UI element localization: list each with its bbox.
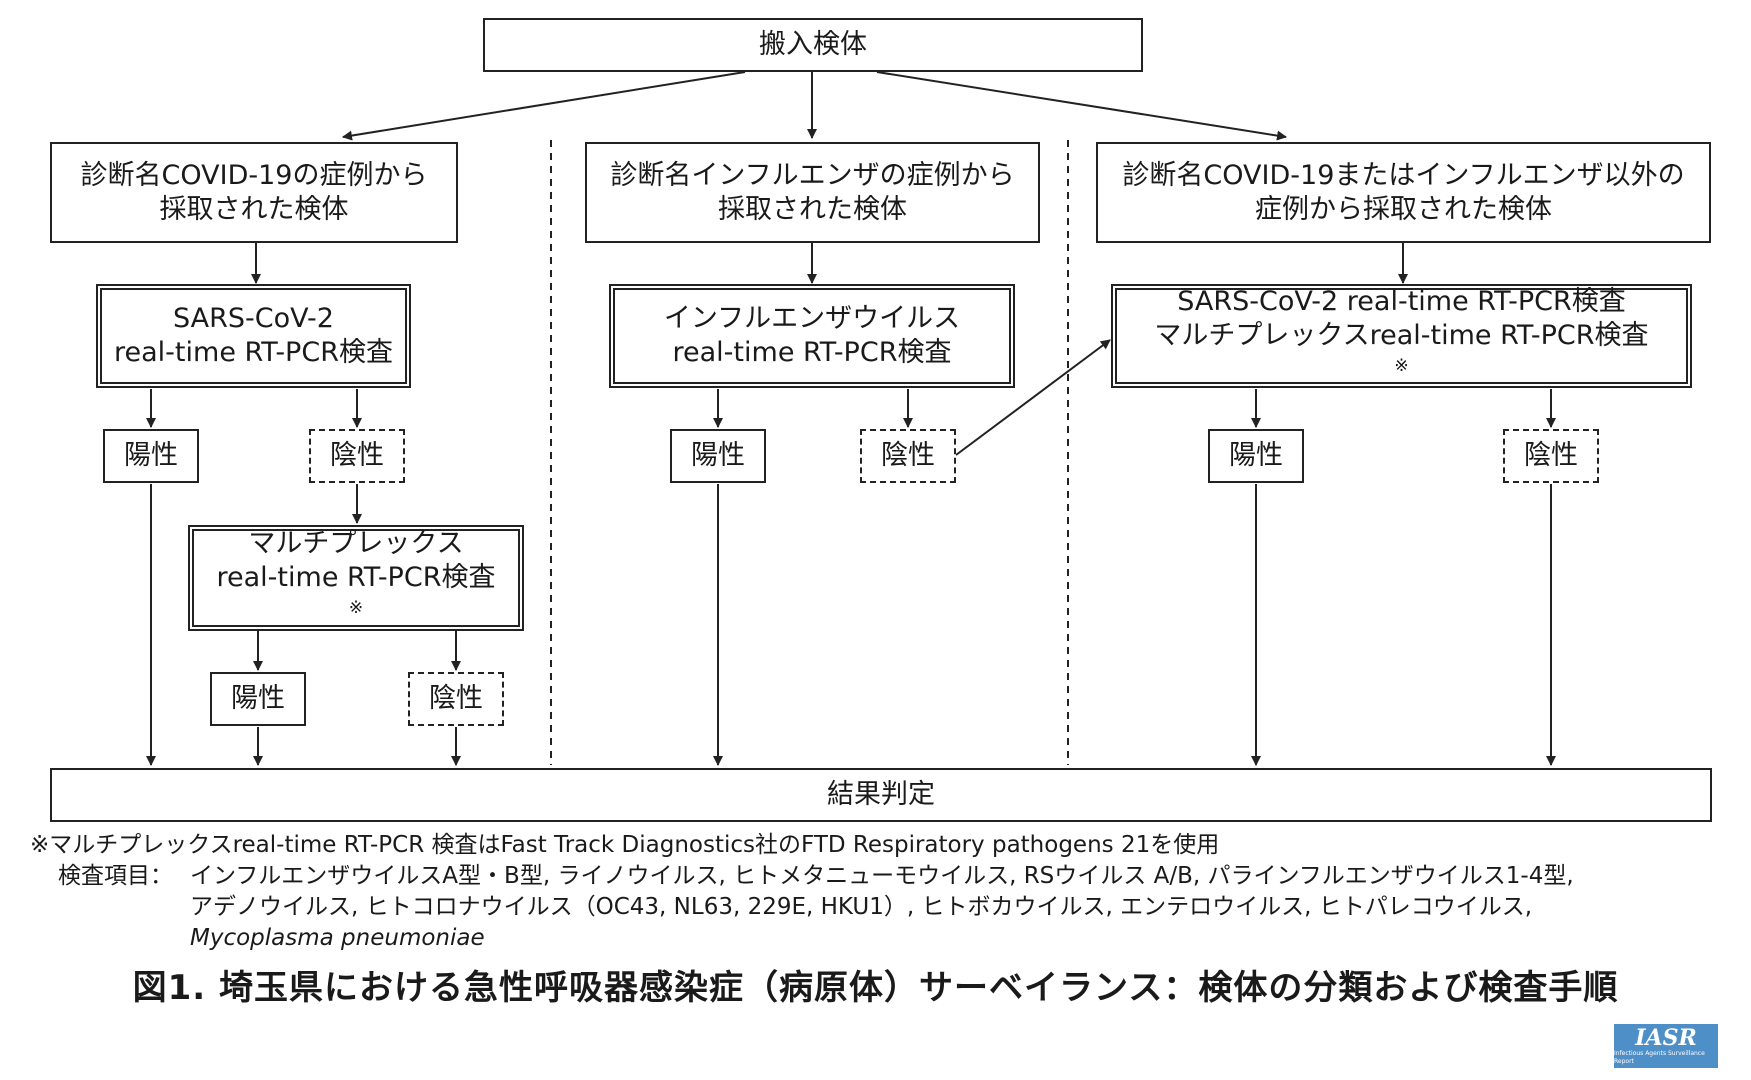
flu-case-box: 診断名インフルエンザの症例から 採取された検体 [585,142,1040,243]
intake-box: 搬入検体 [483,18,1143,72]
other-case-line-2: 症例から採取された検体 [1255,193,1552,225]
result-label: 結果判定 [827,779,935,810]
sars-pcr-box: SARS-CoV-2 real-time RT-PCR検査 [96,284,411,388]
sars-negative-label: 陰性 [330,440,384,471]
footnote-items-line-3: Mycoplasma pneumoniae [190,925,485,951]
footnote-items-label: 検査項目： [58,863,173,889]
covid-case-box: 診断名COVID-19の症例から 採取された検体 [50,142,458,243]
footnote-items-line-2: アデノウイルス, ヒトコロナウイルス（OC43, NL63, 229E, HKU… [190,894,1533,920]
multiplex-footnote-mark: ※ [348,598,364,618]
intake-label: 搬入検体 [759,29,867,60]
iasr-logo-subtitle: Infectious Agents Surveillance Report [1614,1050,1705,1065]
arrow-intake-other [876,71,1287,141]
flu-case-line-2: 採取された検体 [717,193,907,225]
other-case-line-1: 診断名COVID-19またはインフルエンザ以外の [1122,159,1685,191]
other-negative-label: 陰性 [1524,440,1578,471]
sars-positive-label: 陽性 [124,440,178,471]
sars-pcr-line-2: real-time RT-PCR検査 [114,337,393,368]
other-pcr-line-2-text: マルチプレックスreal-time RT-PCR検査 [1154,320,1649,351]
covid-case-line-1: 診断名COVID-19の症例から [80,159,428,191]
arrow-intake-covid [342,71,746,141]
iasr-logo-text: IASR [1635,1025,1697,1051]
other-pcr-box: SARS-CoV-2 real-time RT-PCR検査 マルチプレックスre… [1111,284,1692,388]
flu-positive-label: 陽性 [691,440,745,471]
flu-negative-label: 陰性 [881,440,935,471]
other-pcr-footnote-mark: ※ [1394,356,1409,376]
multiplex-pcr-line-2-text: real-time RT-PCR検査 [216,562,496,593]
sars-negative-box: 陰性 [309,429,405,483]
flu-pcr-box: インフルエンザウイルス real-time RT-PCR検査 [609,284,1015,388]
multiplex-pcr-line-2: real-time RT-PCR検査 ※ [217,561,496,629]
multiplex-pcr-box: マルチプレックス real-time RT-PCR検査 ※ [188,525,524,631]
other-negative-box: 陰性 [1503,429,1599,483]
multiplex-negative-box: 陰性 [408,672,504,726]
other-pcr-line-2: マルチプレックスreal-time RT-PCR検査 ※ [1154,319,1648,387]
sars-pcr-line-1: SARS-CoV-2 [173,303,334,334]
flu-pcr-line-2: real-time RT-PCR検査 [672,337,952,368]
other-pcr-line-1: SARS-CoV-2 real-time RT-PCR検査 [1177,286,1626,317]
figure-caption: 図1. 埼玉県における急性呼吸器感染症（病原体）サーベイランス：検体の分類および… [132,968,1619,1008]
multiplex-positive-label: 陽性 [231,683,285,714]
flu-case-line-1: 診断名インフルエンザの症例から [610,159,1015,191]
iasr-logo: IASR Infectious Agents Surveillance Repo… [1614,1024,1718,1068]
covid-case-line-2: 採取された検体 [159,193,349,225]
other-positive-box: 陽性 [1208,429,1304,483]
footnote-items: インフルエンザウイルスA型・B型, ライノウイルス, ヒトメタニューモウイルス,… [190,861,1574,954]
result-box: 結果判定 [50,768,1712,822]
footnote-multiplex: ※マルチプレックスreal-time RT-PCR 検査はFast Track … [30,832,1220,858]
multiplex-pcr-line-1: マルチプレックス [248,528,464,559]
multiplex-negative-label: 陰性 [429,683,483,714]
flu-pcr-line-1: インフルエンザウイルス [663,303,961,334]
other-positive-label: 陽性 [1229,440,1283,471]
flu-positive-box: 陽性 [670,429,766,483]
other-case-box: 診断名COVID-19またはインフルエンザ以外の 症例から採取された検体 [1096,142,1711,243]
footnote-items-line-1: インフルエンザウイルスA型・B型, ライノウイルス, ヒトメタニューモウイルス,… [190,863,1574,889]
sars-positive-box: 陽性 [103,429,199,483]
multiplex-positive-box: 陽性 [210,672,306,726]
arrow-flu-negative-to-other [955,339,1111,456]
flu-negative-box: 陰性 [860,429,956,483]
